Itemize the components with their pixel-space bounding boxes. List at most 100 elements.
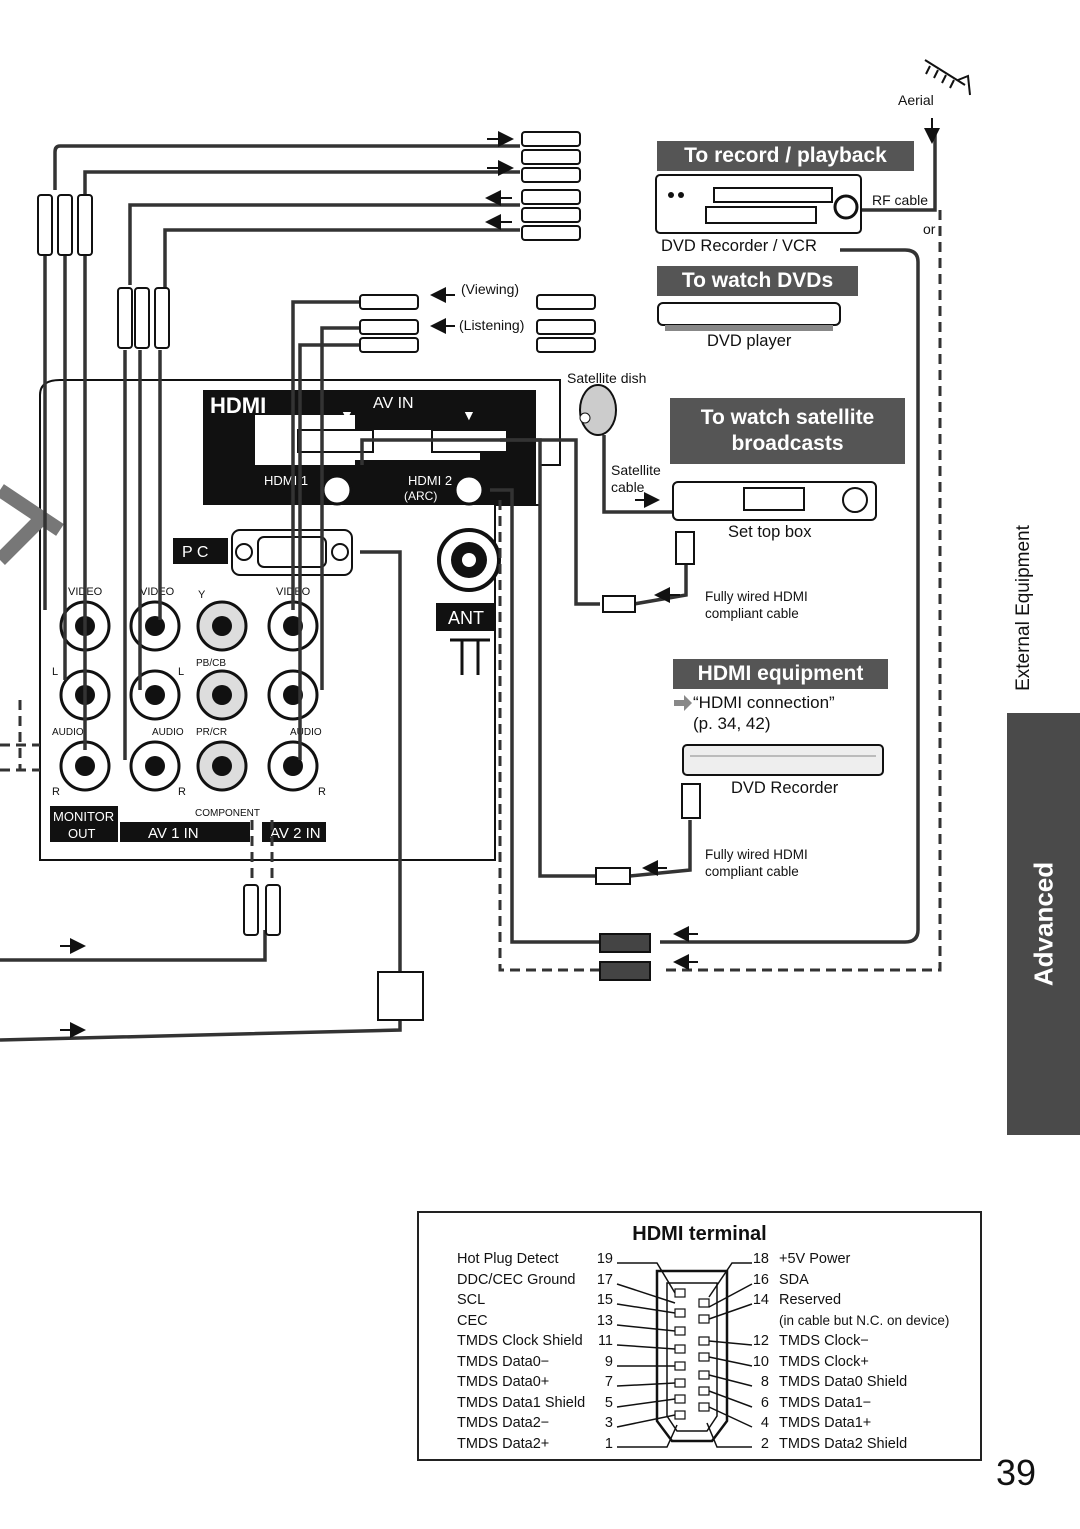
dvd-recorder-vcr-icon — [655, 174, 862, 234]
label-dvd-player: DVD player — [707, 332, 792, 350]
pin-number: 9 — [604, 1354, 613, 1370]
svg-text:R: R — [178, 786, 186, 798]
svg-text:PR/CR: PR/CR — [196, 727, 227, 738]
vga-plug — [377, 971, 424, 1021]
pin-label: Reserved — [779, 1292, 842, 1308]
label-hdmi-connection-ref: “HDMI connection” (p. 34, 42) — [693, 693, 835, 733]
label-dvd-recorder-vcr: DVD Recorder / VCR — [661, 237, 817, 255]
svg-text:AUDIO: AUDIO — [290, 727, 322, 738]
pin-label: TMDS Data0 Shield — [779, 1374, 908, 1390]
set-top-box-icon — [672, 481, 877, 521]
svg-text:AV 1 IN: AV 1 IN — [148, 825, 199, 842]
pin-number: 1 — [604, 1436, 613, 1452]
svg-text:AUDIO: AUDIO — [52, 727, 84, 738]
hdmi-terminal-box: HDMI terminal — [417, 1211, 982, 1461]
svg-text:▼: ▼ — [340, 407, 354, 423]
cable-lines — [0, 130, 937, 1042]
header-hdmi-equipment: HDMI equipment — [673, 659, 888, 689]
pin-label: SCL — [457, 1292, 486, 1308]
pin-number: 12 — [752, 1333, 769, 1349]
pin-number: 6 — [760, 1395, 769, 1411]
header-record-playback: To record / playback — [657, 141, 914, 171]
header-watch-satellite: To watch satellite broadcasts — [670, 398, 905, 464]
svg-text:AUDIO: AUDIO — [152, 727, 184, 738]
svg-text:COMPONENT: COMPONENT — [195, 808, 260, 819]
pc-port[interactable]: P C — [173, 529, 353, 576]
av-jack-grid — [59, 600, 319, 792]
pin-number: 3 — [604, 1415, 613, 1431]
header-watch-dvds: To watch DVDs — [657, 266, 858, 296]
advanced-tab: Advanced — [1007, 713, 1080, 1135]
pin-number: 18 — [752, 1251, 769, 1267]
hdmi-plugs — [595, 531, 701, 981]
pin-number: 14 — [752, 1292, 769, 1308]
label-fully-wired-1: Fully wired HDMI compliant cable — [705, 589, 808, 621]
label-fully-wired-2: Fully wired HDMI compliant cable — [705, 847, 808, 879]
hdmi1-label: HDMI 1 — [264, 473, 308, 488]
hdmi-logo: HDMI — [210, 393, 266, 418]
svg-text:R: R — [318, 786, 326, 798]
reference-arrow-icon — [674, 695, 692, 711]
pin-number: 2 — [760, 1436, 769, 1452]
svg-text:L: L — [52, 666, 58, 678]
label-satellite-dish: Satellite dish — [567, 370, 647, 386]
pin-label: TMDS Clock Shield — [457, 1333, 583, 1349]
pin-number: 4 — [760, 1415, 769, 1431]
label-viewing: (Viewing) — [461, 281, 520, 297]
pin-label: CEC — [457, 1313, 488, 1329]
pin-label: +5V Power — [779, 1251, 851, 1267]
pin-label: SDA — [779, 1272, 809, 1288]
label-dvd-recorder: DVD Recorder — [731, 779, 839, 797]
label-listening: (Listening) — [459, 317, 525, 333]
panel-bottom-labels: MONITOR OUT AV 1 IN AV 2 IN — [50, 806, 326, 842]
label-rf-cable: RF cable — [872, 192, 929, 208]
av-in-label: AV IN — [373, 395, 414, 412]
dvd-recorder-icon — [682, 744, 884, 776]
pin-number: 5 — [604, 1395, 613, 1411]
svg-text:ANT: ANT — [448, 608, 484, 628]
advanced-tab-label: Advanced — [1028, 861, 1058, 987]
svg-text:VIDEO: VIDEO — [140, 586, 175, 598]
pin-label: TMDS Data2 Shield — [779, 1436, 908, 1452]
svg-text:AV 2 IN: AV 2 IN — [270, 825, 321, 842]
pin-note: (in cable but N.C. on device) — [779, 1313, 950, 1328]
pin-label: TMDS Data0− — [457, 1354, 550, 1370]
svg-text:PB/CB: PB/CB — [196, 658, 226, 669]
svg-text:Y: Y — [198, 589, 206, 601]
pin-label: TMDS Data1+ — [779, 1415, 872, 1431]
pin-label: TMDS Data2+ — [457, 1436, 550, 1452]
svg-text:L: L — [178, 666, 184, 678]
svg-text:MONITOR: MONITOR — [53, 809, 114, 824]
label-or: or — [923, 221, 936, 237]
dvd-player-icon — [657, 302, 841, 331]
svg-text:P C: P C — [182, 544, 208, 561]
pin-number: 16 — [752, 1272, 769, 1288]
pin-number: 13 — [596, 1313, 613, 1329]
label-set-top-box: Set top box — [728, 523, 812, 541]
label-satellite-cable: Satellite cable — [611, 462, 661, 495]
pin-number: 10 — [752, 1354, 769, 1370]
svg-text:▼: ▼ — [462, 407, 476, 423]
pin-label: TMDS Data1− — [779, 1395, 872, 1411]
aerial-icon — [924, 59, 971, 96]
arc-label: (ARC) — [404, 489, 437, 503]
pin-label: TMDS Clock− — [779, 1333, 869, 1349]
pin-label: Hot Plug Detect — [457, 1251, 559, 1267]
pin-number: 7 — [604, 1374, 613, 1390]
label-aerial: Aerial — [898, 92, 934, 108]
page-number: 39 — [996, 1452, 1037, 1493]
rca-plugs — [37, 131, 596, 936]
pin-number: 17 — [596, 1272, 613, 1288]
pin-label: TMDS Clock+ — [779, 1354, 869, 1370]
connection-diagram: HDMI AV IN ▼ ▼ HDMI 1 HDMI 2 (ARC) P C A… — [0, 59, 971, 1042]
svg-text:OUT: OUT — [68, 826, 96, 841]
satellite-dish-icon — [579, 384, 617, 436]
pin-number: 11 — [597, 1333, 613, 1349]
hdmi-terminal-title: HDMI terminal — [632, 1223, 767, 1245]
pin-number: 15 — [596, 1292, 613, 1308]
pin-label: TMDS Data2− — [457, 1415, 550, 1431]
pin-label: TMDS Data1 Shield — [457, 1395, 586, 1411]
section-label: External Equipment — [1013, 524, 1034, 691]
ant-port[interactable]: ANT — [436, 528, 501, 675]
hdmi2-label: HDMI 2 — [408, 473, 452, 488]
